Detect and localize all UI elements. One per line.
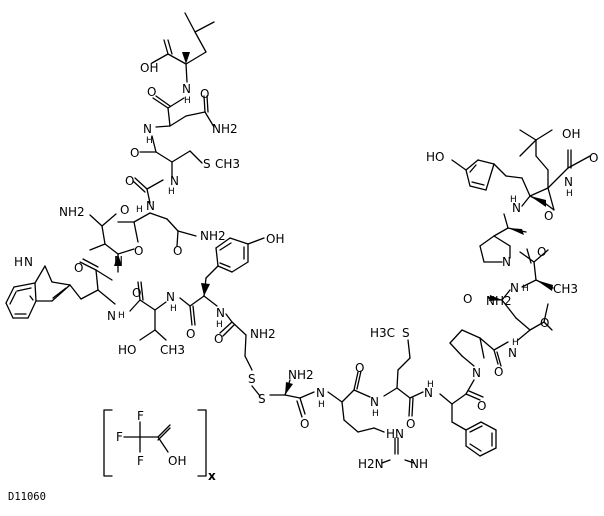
atom-label: O <box>147 85 156 99</box>
atom-label: H <box>566 189 573 199</box>
atom-label: NH2 <box>200 229 226 243</box>
atom-label: H <box>510 195 517 205</box>
atom-label: H <box>522 284 529 294</box>
atom-label: N <box>143 122 152 136</box>
atom-label: N <box>424 386 433 400</box>
atom-label: O <box>463 292 472 306</box>
atom-label: S <box>203 157 211 171</box>
atom-label: NH2 <box>250 327 276 341</box>
atom-label: O <box>537 245 546 259</box>
atom-label: N <box>508 346 517 360</box>
atom-label: O <box>540 316 549 330</box>
atom-label: S <box>258 392 266 406</box>
atom-label: O <box>132 286 141 300</box>
atom-label: H <box>168 187 175 197</box>
tfa-f-left: F <box>116 430 123 444</box>
atom-label: O <box>120 203 129 217</box>
atom-label: HN <box>386 427 404 441</box>
atom-label: O <box>134 244 143 258</box>
tfa-oh: OH <box>168 454 186 468</box>
compound-code: D11060 <box>8 491 46 503</box>
atom-label: H2N <box>358 457 384 471</box>
atom-label: N <box>170 174 179 188</box>
atom-label: H <box>427 380 434 390</box>
atom-label: H <box>136 205 143 215</box>
atom-label: H <box>318 400 325 410</box>
atom-label: HO <box>118 343 136 357</box>
atom-label: OH <box>562 127 580 141</box>
atom-label: H <box>118 311 125 321</box>
atom-label: N <box>182 82 191 96</box>
atom-label: O <box>74 261 83 275</box>
atom-label: H <box>216 320 223 330</box>
tfa-salt-block: F F F OH x <box>103 409 216 483</box>
stoichiometry-x: x <box>208 469 216 483</box>
atom-label: NH2 <box>59 205 85 219</box>
atom-label: H <box>512 338 519 348</box>
atom-label: S <box>402 326 410 340</box>
atom-label: O <box>477 399 486 413</box>
atom-label: N <box>316 386 325 400</box>
atom-label: O <box>186 327 195 341</box>
atom-label: N <box>512 201 521 215</box>
atom-label: H <box>372 409 379 419</box>
bond-skeleton-left <box>5 12 215 319</box>
bond-skeleton-middle <box>129 237 497 464</box>
atom-label: O <box>125 174 134 188</box>
atom-label: S <box>248 372 256 386</box>
atom-label: N <box>472 366 481 380</box>
atom-label: H <box>146 136 153 146</box>
atom-label: N <box>502 255 511 269</box>
atom-label: O <box>544 209 553 223</box>
atom-label: O <box>130 146 139 160</box>
tfa-f-top: F <box>137 409 144 423</box>
stereo-wedges <box>114 52 553 395</box>
atom-label: N <box>107 309 116 323</box>
atom-label: N <box>166 290 175 304</box>
atom-label: CH3 <box>215 157 240 171</box>
atom-label: NH2 <box>288 368 314 382</box>
atom-label: N <box>564 175 573 189</box>
atom-label: O <box>494 365 503 379</box>
atom-label: O <box>589 151 598 165</box>
atom-label: N <box>370 395 379 409</box>
tfa-f-bottom: F <box>137 454 144 468</box>
atom-label: O <box>355 361 364 375</box>
atom-label: O <box>173 244 182 258</box>
atom-label: H <box>170 304 177 314</box>
atom-label: O <box>214 332 223 346</box>
atom-label: CH3 <box>553 282 578 296</box>
atom-label: N <box>146 199 155 213</box>
atom-label: H <box>184 96 191 106</box>
atom-label: NH2 <box>486 294 512 308</box>
atom-label: H <box>14 255 23 269</box>
atom-label: OH <box>140 61 158 75</box>
right-bracket <box>197 409 207 477</box>
atom-label: N <box>114 254 123 268</box>
bond-skeleton-right <box>449 129 591 367</box>
atom-label: O <box>300 417 309 431</box>
atom-label: N <box>216 306 225 320</box>
atom-label: NH <box>410 457 428 471</box>
atom-label: H3C <box>370 326 395 340</box>
atom-label: N <box>510 281 519 295</box>
atom-label: O <box>200 87 209 101</box>
atom-label: NH2 <box>212 122 238 136</box>
left-bracket <box>103 409 113 477</box>
atom-label: O <box>406 417 415 431</box>
atom-labels: OH N H O O NH2 N H O S CH3 O N H NH2 O N… <box>14 61 598 471</box>
atom-label: HO <box>426 150 444 164</box>
atom-label: CH3 <box>160 343 185 357</box>
atom-label: OH <box>266 232 284 246</box>
atom-label: N <box>24 255 33 269</box>
